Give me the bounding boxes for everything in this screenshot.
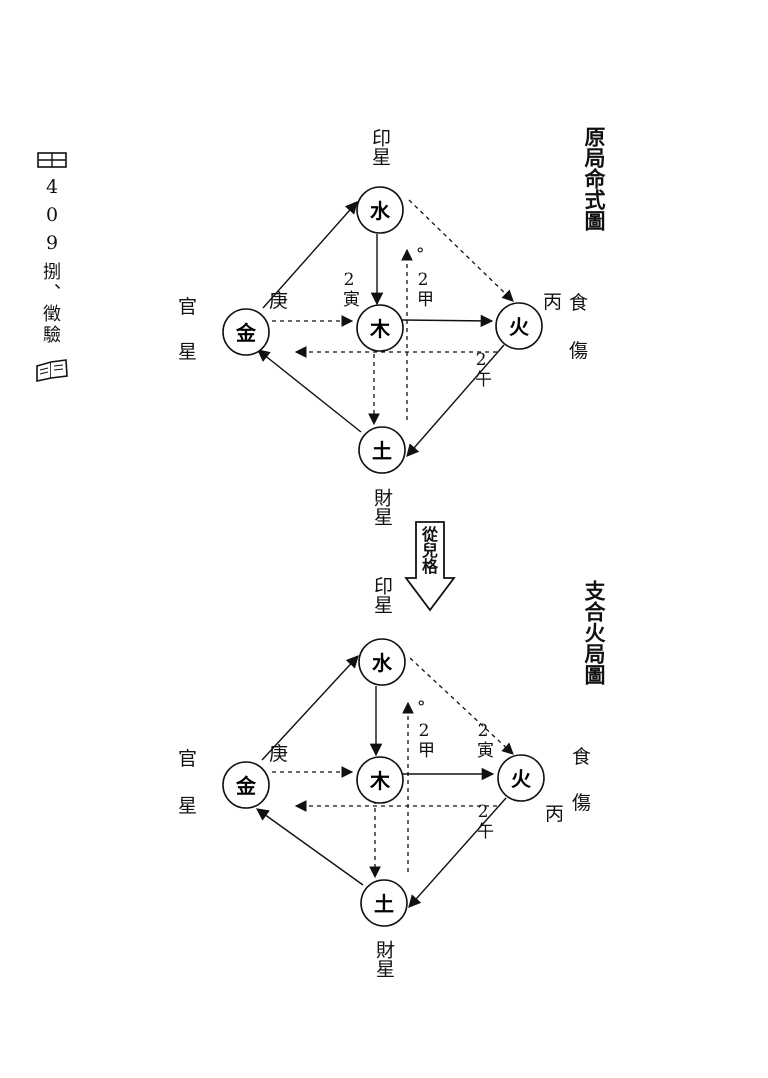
edge-earth-to-metal bbox=[257, 349, 362, 433]
label-yin: 2寅 bbox=[339, 270, 359, 307]
node-metal: 金 bbox=[222, 308, 270, 356]
label-right-star-b: 傷 bbox=[572, 792, 592, 814]
label-bottom-star: 財星 bbox=[373, 940, 395, 978]
margin-ornament-icon bbox=[37, 152, 67, 168]
node-water-label: 水 bbox=[372, 651, 393, 675]
edge-fire-to-earth bbox=[406, 344, 505, 457]
node-earth-label: 土 bbox=[372, 439, 392, 463]
node-metal-label: 金 bbox=[235, 774, 257, 798]
label-wu: 2午 bbox=[473, 802, 493, 839]
label-left-star-b: 星 bbox=[178, 341, 198, 363]
node-wood: 木 bbox=[356, 756, 404, 804]
label-left-star-a: 官 bbox=[178, 748, 198, 770]
label-wu: 2午 bbox=[471, 350, 491, 387]
running-title: 捌、徵驗 bbox=[40, 262, 61, 346]
label-left-star-b: 星 bbox=[178, 795, 198, 817]
label-bing: 丙 bbox=[545, 803, 565, 825]
diagram-title: 原局命式圖 bbox=[582, 126, 606, 231]
label-right-star-a: 食 bbox=[572, 746, 592, 768]
label-right-star-a: 食 bbox=[569, 292, 589, 314]
down-arrow-label: 從兒格 bbox=[419, 526, 438, 574]
node-water: 水 bbox=[356, 186, 404, 234]
open-book-icon bbox=[36, 359, 68, 382]
node-fire-label: 火 bbox=[511, 767, 532, 791]
diagram-title: 支合火局圖 bbox=[582, 580, 606, 685]
label-jia: 2甲 bbox=[414, 721, 434, 758]
label-top-star: 印星 bbox=[369, 128, 391, 166]
node-fire-label: 火 bbox=[509, 315, 530, 339]
label-bottom-star: 財星 bbox=[371, 488, 393, 526]
edge-metal-to-water bbox=[261, 655, 359, 761]
node-water-label: 水 bbox=[370, 199, 391, 223]
node-metal-label: 金 bbox=[235, 321, 257, 345]
edge-metal-to-water bbox=[262, 201, 358, 309]
down-arrow-icon bbox=[404, 521, 456, 612]
node-earth: 土 bbox=[358, 426, 406, 474]
node-wood-label: 木 bbox=[369, 769, 391, 793]
node-wood: 木 bbox=[356, 304, 404, 352]
label-yin: 2寅 bbox=[473, 721, 493, 758]
node-earth: 土 bbox=[360, 879, 408, 927]
label-bing: 丙 bbox=[543, 291, 563, 313]
label-circle: ° bbox=[417, 698, 426, 718]
node-water: 水 bbox=[358, 638, 406, 686]
label-left-star-a: 官 bbox=[178, 296, 198, 318]
node-earth-label: 土 bbox=[374, 892, 394, 916]
node-fire: 火 bbox=[495, 302, 543, 350]
node-metal: 金 bbox=[222, 761, 270, 809]
label-jia: 2甲 bbox=[413, 270, 433, 307]
edge-earth-to-metal bbox=[255, 808, 364, 886]
edge-fire-to-earth bbox=[408, 797, 507, 908]
node-wood-label: 木 bbox=[369, 317, 391, 341]
label-geng: 庚 bbox=[269, 290, 289, 312]
edge-water-to-fire-dashed bbox=[408, 199, 514, 302]
label-circle: ° bbox=[416, 245, 425, 265]
page-number: 409 bbox=[41, 176, 63, 260]
edge-wood-to-fire bbox=[401, 314, 494, 328]
label-top-star: 印星 bbox=[371, 576, 393, 614]
label-geng: 庚 bbox=[269, 743, 289, 765]
node-fire: 火 bbox=[497, 754, 545, 802]
label-right-star-b: 傷 bbox=[569, 340, 589, 362]
